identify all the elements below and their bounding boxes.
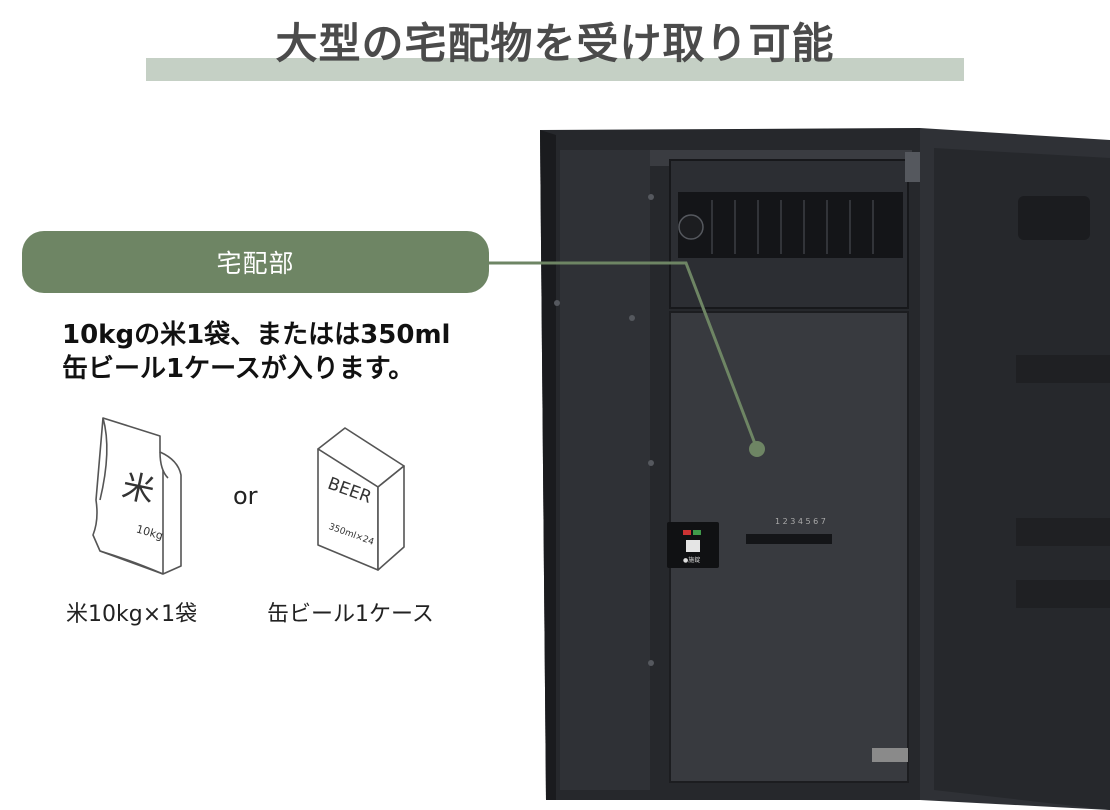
callout-label: 宅配部 — [22, 231, 489, 293]
rice-bag-icon — [92, 417, 182, 575]
rice-caption: 米10kg×1袋 — [66, 602, 198, 627]
description-line-1: 10kgの米1袋、またはは350ml — [62, 320, 451, 350]
or-separator: or — [233, 482, 258, 510]
beer-case-icon — [317, 427, 405, 571]
lock-label: ●施錠 — [683, 556, 700, 564]
callout-leader-line — [489, 261, 765, 457]
description-line-2: 缶ビール1ケースが入ります。 — [62, 354, 415, 384]
beer-caption: 缶ビール1ケース — [267, 602, 434, 627]
callout-description: 10kgの米1袋、またはは350ml 缶ビール1ケースが入ります。 — [62, 318, 482, 386]
title-underline-band — [146, 58, 964, 81]
page-title: 大型の宅配物を受け取り可能 — [275, 19, 835, 68]
rice-kanji: 米 — [119, 466, 158, 510]
delivery-box-image — [540, 128, 1110, 810]
dial-number-labels: 1 2 3 4 5 6 7 — [775, 517, 826, 526]
